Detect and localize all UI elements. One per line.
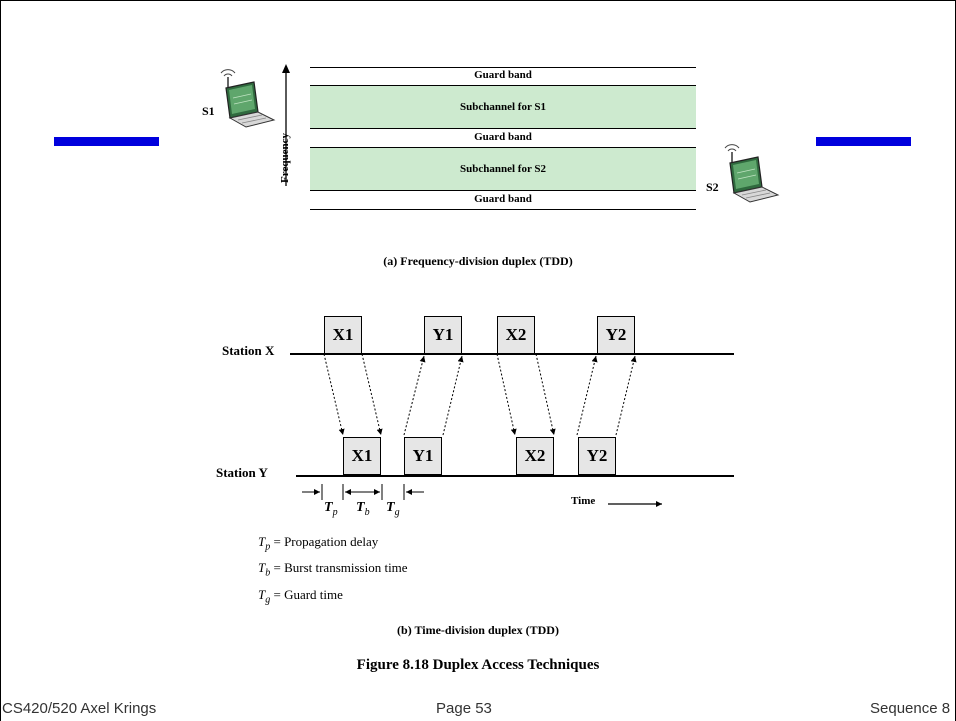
legend-guard-time: Tg = Guard time bbox=[258, 587, 343, 606]
guard-band-top: Guard band bbox=[474, 69, 532, 81]
s2-label: S2 bbox=[706, 180, 719, 194]
burst-box-x: X2 bbox=[497, 316, 535, 354]
legend-burst-time: Tb = Burst transmission time bbox=[258, 560, 408, 579]
burst-box-y: X2 bbox=[516, 437, 554, 475]
tp-symbol: Tp bbox=[324, 500, 338, 518]
burst-box-x: X1 bbox=[324, 316, 362, 354]
station-y-label: Station Y bbox=[216, 465, 268, 480]
band-divider bbox=[310, 85, 696, 86]
band-divider bbox=[310, 67, 696, 68]
burst-box-y: Y1 bbox=[404, 437, 442, 475]
subchannel-s1: Subchannel for S1 bbox=[310, 86, 696, 128]
subchannel-s2: Subchannel for S2 bbox=[310, 148, 696, 190]
footer-center: Page 53 bbox=[436, 700, 492, 717]
frequency-axis bbox=[282, 64, 290, 186]
s1-label: S1 bbox=[202, 104, 215, 118]
time-label: Time bbox=[571, 495, 596, 507]
footer-left: CS420/520 Axel Krings bbox=[2, 700, 157, 717]
subchannel-s1-label: Subchannel for S1 bbox=[460, 101, 546, 113]
right-accent-bar bbox=[816, 137, 911, 146]
band-divider bbox=[310, 190, 696, 191]
footer-right: Sequence 8 bbox=[870, 700, 951, 717]
guard-band-bottom: Guard band bbox=[474, 193, 532, 205]
burst-box-y: Y2 bbox=[578, 437, 616, 475]
fdd-caption: (a) Frequency-division duplex (TDD) bbox=[383, 254, 573, 268]
guard-band-middle: Guard band bbox=[474, 131, 532, 143]
tdd-caption: (b) Time-division duplex (TDD) bbox=[397, 623, 559, 637]
burst-box-y: X1 bbox=[343, 437, 381, 475]
subchannel-s2-label: Subchannel for S2 bbox=[460, 163, 546, 175]
legend-propagation-delay: Tp = Propagation delay bbox=[258, 534, 379, 553]
left-accent-bar bbox=[54, 137, 159, 146]
laptop-wireless-icon bbox=[724, 144, 780, 203]
burst-box-x: Y1 bbox=[424, 316, 462, 354]
tb-symbol: Tb bbox=[356, 500, 370, 518]
figure-caption: Figure 8.18 Duplex Access Techniques bbox=[356, 657, 600, 673]
band-divider bbox=[310, 209, 696, 210]
tg-symbol: Tg bbox=[386, 500, 400, 518]
laptop-wireless-icon bbox=[220, 69, 276, 128]
band-divider bbox=[310, 128, 696, 129]
station-x-label: Station X bbox=[222, 343, 275, 358]
burst-box-x: Y2 bbox=[597, 316, 635, 354]
band-divider bbox=[310, 147, 696, 148]
